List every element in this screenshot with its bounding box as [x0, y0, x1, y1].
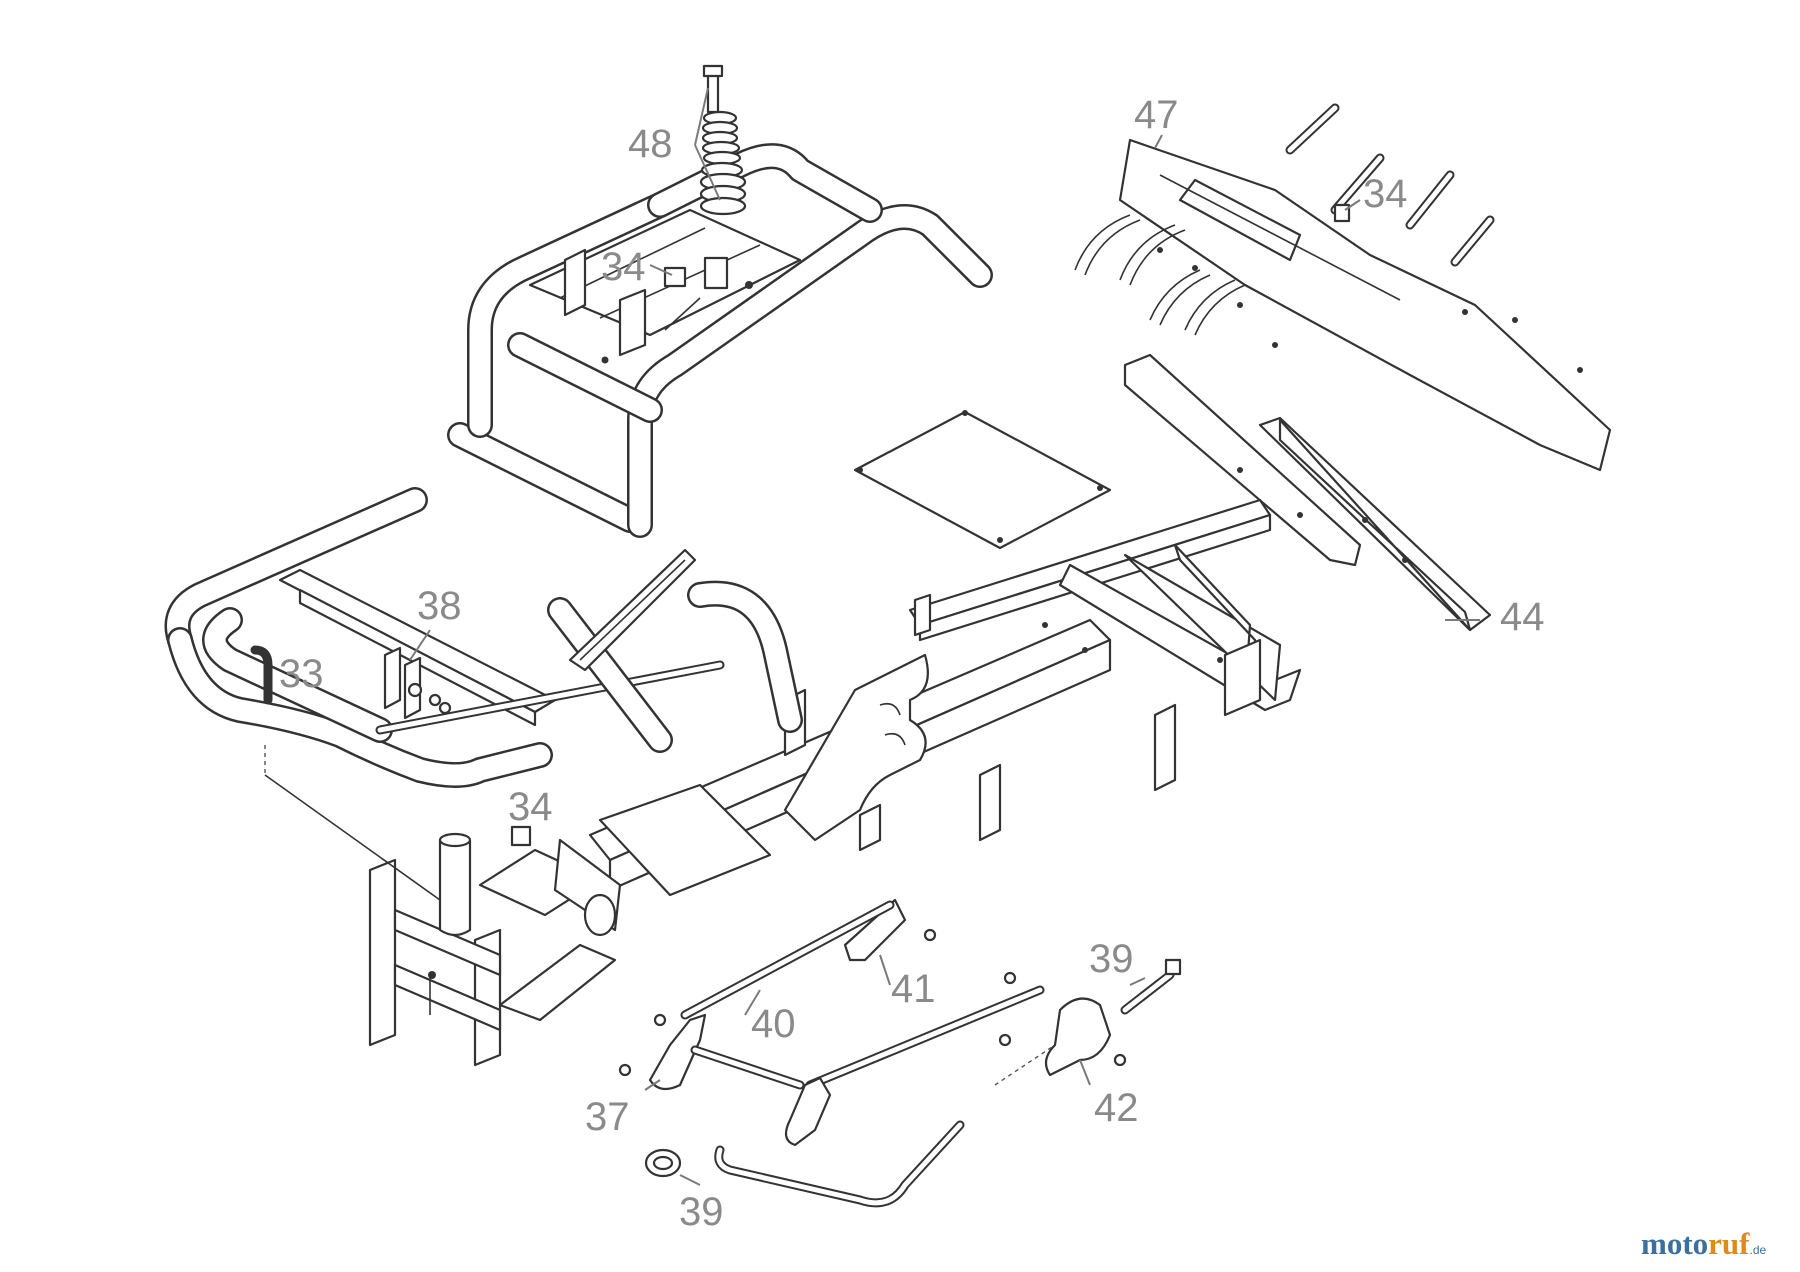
- logo-part1: moto: [1641, 1226, 1709, 1261]
- steering-support: [547, 548, 803, 753]
- callout-39-pin: 39: [1089, 937, 1134, 981]
- callout-34-seat: 34: [601, 245, 646, 289]
- front-bumper-38: [164, 487, 725, 788]
- callout-42: 42: [1094, 1086, 1139, 1130]
- long-bolts: [1285, 103, 1495, 267]
- side-rails-44: [1123, 353, 1492, 632]
- callout-37: 37: [585, 1095, 630, 1139]
- main-chassis: [588, 498, 1302, 897]
- callout-44: 44: [1500, 595, 1545, 639]
- callout-48: 48: [628, 122, 673, 166]
- callout-38: 38: [417, 584, 462, 628]
- callout-34-axle: 34: [508, 785, 553, 829]
- callout-47: 47: [1134, 93, 1179, 137]
- deck-plate-47: [1074, 103, 1612, 472]
- motoruf-logo: motoruf.de: [1641, 1226, 1766, 1262]
- callout-39-rod: 39: [679, 1190, 724, 1234]
- floor-panel: [853, 410, 1112, 550]
- callout-leaders: [409, 87, 1480, 1186]
- lift-linkage: [618, 898, 1182, 1208]
- callout-41: 41: [891, 967, 936, 1011]
- logo-part2: ruf: [1708, 1226, 1750, 1261]
- callout-40: 40: [751, 1002, 796, 1046]
- callout-34-deck: 34: [1363, 172, 1408, 216]
- front-axle-assembly: [264, 745, 622, 1067]
- logo-suffix: .de: [1749, 1243, 1767, 1257]
- spring: [699, 110, 747, 216]
- callout-33: 33: [279, 652, 324, 696]
